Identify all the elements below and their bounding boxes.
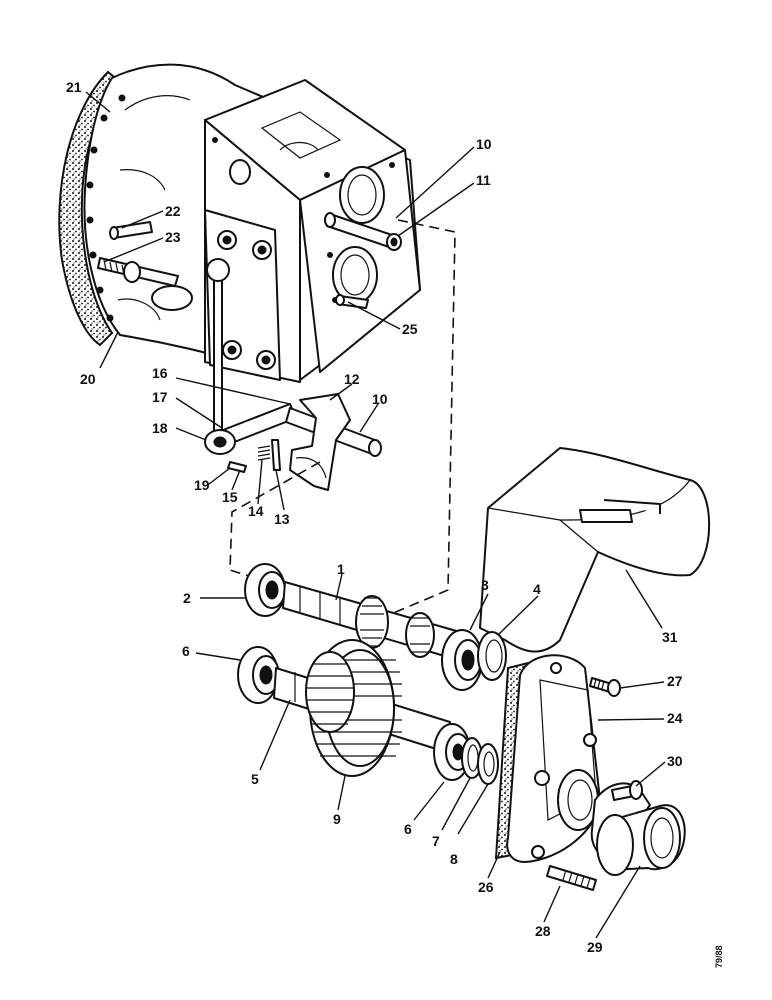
label-31: 31 bbox=[662, 629, 678, 645]
gear-upper-1 bbox=[355, 595, 389, 649]
label-6-right: 6 bbox=[404, 821, 412, 837]
circlip-4 bbox=[477, 631, 507, 681]
end-cover-24 bbox=[506, 654, 601, 863]
pin-13 bbox=[271, 439, 281, 471]
label-24: 24 bbox=[667, 710, 683, 726]
stud-23 bbox=[97, 257, 179, 287]
label-6-left: 6 bbox=[182, 643, 190, 659]
gear-upper-2 bbox=[405, 612, 435, 658]
outlet-housing-29 bbox=[590, 782, 686, 876]
housing-flange-gasket bbox=[58, 70, 122, 347]
bearing-3 bbox=[441, 629, 483, 691]
label-18: 18 bbox=[152, 420, 168, 436]
label-28: 28 bbox=[535, 923, 551, 939]
label-15: 15 bbox=[222, 489, 238, 505]
part-labels: 21 10 11 22 23 25 20 16 17 18 12 10 19 1… bbox=[66, 79, 724, 968]
selector-fork-12 bbox=[289, 393, 351, 491]
label-12: 12 bbox=[344, 371, 360, 387]
alignment-line-upper bbox=[371, 219, 456, 623]
label-26: 26 bbox=[478, 879, 494, 895]
label-20: 20 bbox=[80, 371, 96, 387]
label-1: 1 bbox=[337, 561, 345, 577]
label-30: 30 bbox=[667, 753, 683, 769]
gear-9 bbox=[305, 639, 402, 777]
bearing-2 bbox=[244, 563, 286, 617]
bearing-6-left bbox=[237, 646, 280, 704]
bolt-30 bbox=[611, 780, 643, 801]
pin-25 bbox=[335, 294, 369, 309]
stud-28 bbox=[546, 865, 597, 891]
bolt-27 bbox=[589, 677, 621, 697]
lower-shaft-assembly bbox=[237, 639, 499, 785]
spacer-8 bbox=[477, 743, 499, 785]
label-11: 11 bbox=[476, 172, 491, 188]
label-13: 13 bbox=[274, 511, 290, 527]
spring-14 bbox=[257, 445, 271, 461]
label-7: 7 bbox=[432, 833, 440, 849]
pin-15 bbox=[227, 461, 247, 473]
label-22: 22 bbox=[165, 203, 181, 219]
flange-bolt-holes bbox=[86, 94, 126, 322]
leader-lines bbox=[85, 91, 666, 939]
label-3: 3 bbox=[481, 577, 489, 593]
label-5: 5 bbox=[251, 771, 259, 787]
label-14: 14 bbox=[248, 503, 264, 519]
label-2: 2 bbox=[183, 590, 191, 606]
selector-rod-assembly bbox=[204, 258, 382, 491]
label-17: 17 bbox=[152, 389, 168, 405]
label-23: 23 bbox=[165, 229, 181, 245]
label-21: 21 bbox=[66, 79, 82, 95]
cover-plate-bolts bbox=[217, 230, 276, 370]
label-8: 8 bbox=[450, 851, 458, 867]
label-25: 25 bbox=[402, 321, 418, 337]
label-10-top: 10 bbox=[476, 136, 492, 152]
label-29: 29 bbox=[587, 939, 603, 955]
label-27: 27 bbox=[667, 673, 683, 689]
upper-shaft-assembly bbox=[244, 563, 507, 691]
figure-reference-code: 79/88 bbox=[714, 945, 724, 968]
stud-22 bbox=[109, 221, 153, 240]
spring-11 bbox=[386, 233, 402, 251]
label-16: 16 bbox=[152, 365, 168, 381]
upper-bearing-bore bbox=[339, 166, 385, 224]
shield-31 bbox=[479, 447, 711, 653]
selector-rod-16 bbox=[213, 274, 223, 441]
alignment-line-lower bbox=[229, 461, 321, 581]
label-19: 19 bbox=[194, 477, 210, 493]
transmission-housing bbox=[58, 63, 421, 383]
label-4: 4 bbox=[533, 581, 541, 597]
label-10-lower: 10 bbox=[372, 391, 388, 407]
label-9: 9 bbox=[333, 811, 341, 827]
